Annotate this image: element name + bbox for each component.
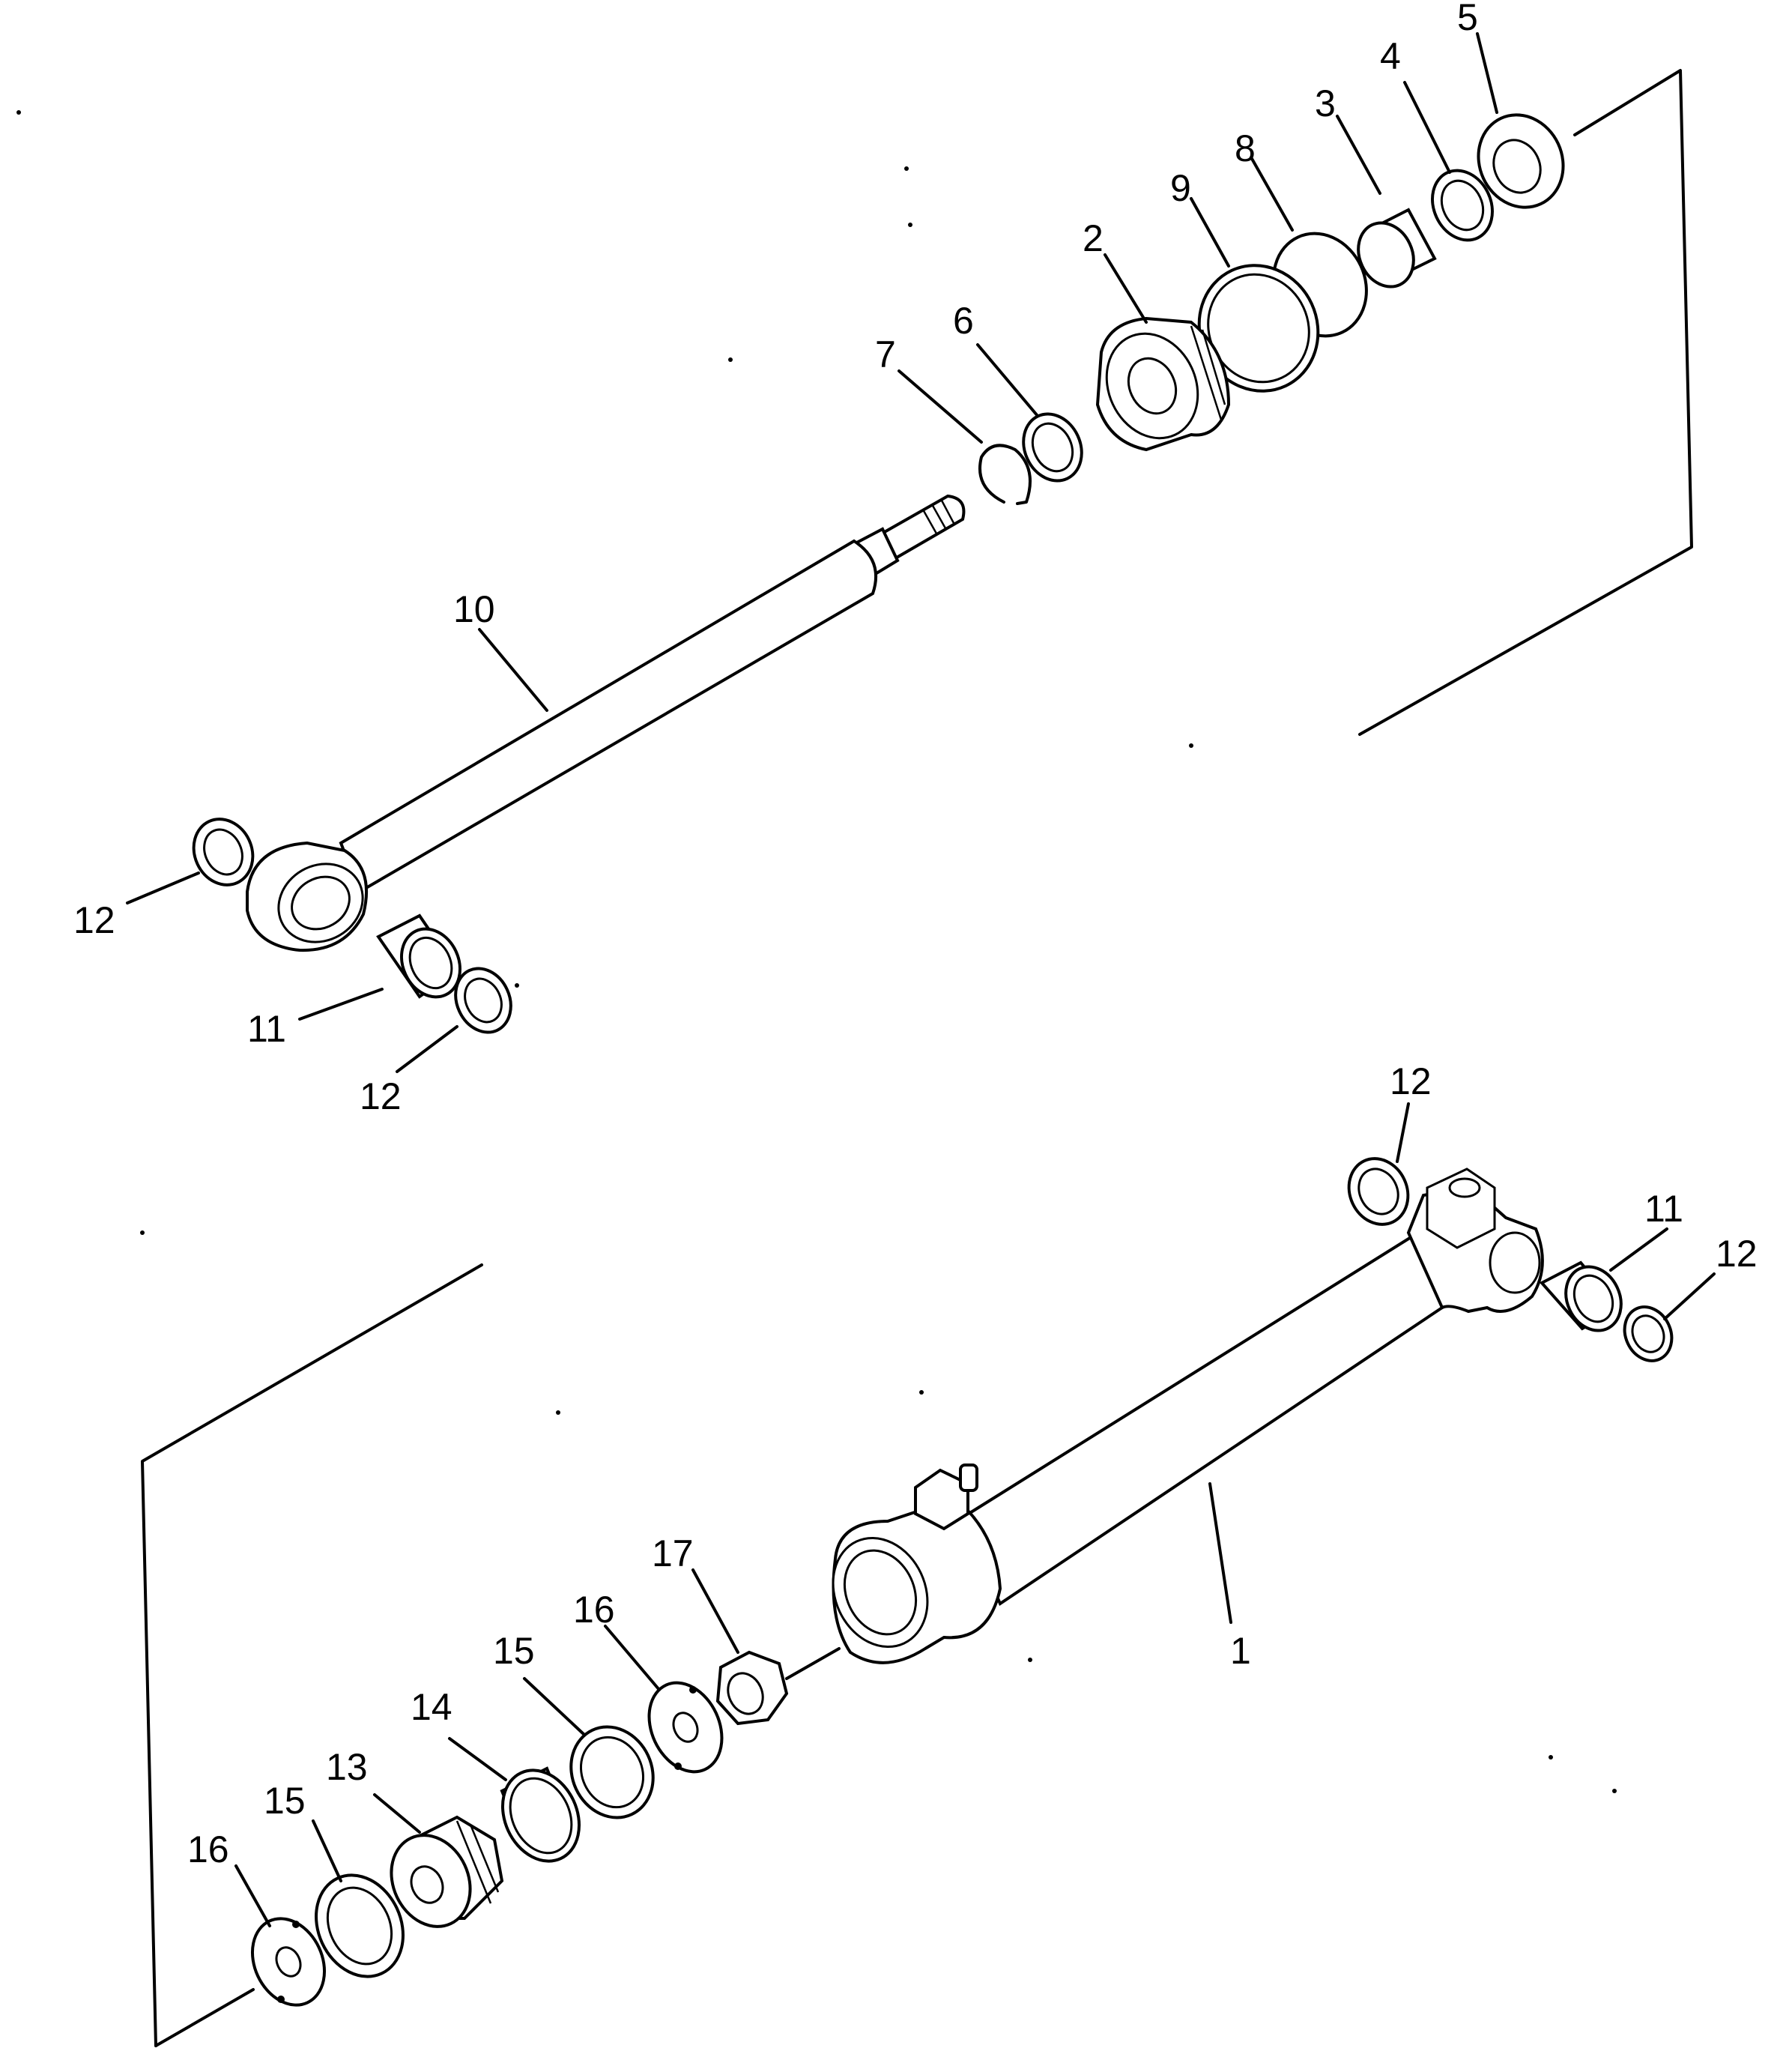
label-part-13: 13 [326, 1746, 368, 1788]
leader-lines [126, 32, 1716, 1927]
part-17-nut [715, 1650, 789, 1726]
part-3-bushing [1357, 208, 1437, 289]
part-16-plate-lower [250, 1917, 327, 2007]
label-part-4: 4 [1380, 35, 1401, 77]
label-part-16-lower: 16 [187, 1828, 229, 1870]
label-part-3: 3 [1315, 82, 1336, 124]
label-part-15-lower: 15 [264, 1780, 306, 1822]
label-part-12-tube-right: 12 [1716, 1233, 1758, 1275]
part-12-seal-rod-left [192, 818, 255, 886]
part-12-seal-tube-right [1623, 1305, 1674, 1362]
centerline-nut-to-tube [785, 1647, 841, 1680]
label-part-10: 10 [453, 588, 495, 630]
label-part-11-rod: 11 [247, 1008, 286, 1050]
label-part-7: 7 [875, 333, 896, 375]
lower-frame-lines [141, 1263, 483, 2047]
part-15-wear-ring-upper [569, 1725, 655, 1819]
part-11-bushing-tube [1539, 1260, 1623, 1332]
label-part-12-rod-bottom: 12 [360, 1075, 402, 1117]
label-part-12-rod-left: 12 [73, 899, 115, 941]
part-13-piston [390, 1815, 504, 1928]
part-11-bushing-rod [376, 913, 461, 999]
label-part-17: 17 [652, 1532, 694, 1574]
label-part-15-upper: 15 [493, 1630, 535, 1672]
label-part-8: 8 [1235, 127, 1256, 169]
scan-specks [16, 110, 1617, 1793]
part-9-backup-ring [1197, 264, 1320, 393]
label-part-5: 5 [1457, 0, 1478, 38]
part-6-bushing-ring [1022, 412, 1083, 483]
cylinder-tube [832, 1168, 1544, 1664]
label-part-12-tube-top: 12 [1390, 1060, 1432, 1102]
part-14-piston-ring [500, 1766, 581, 1863]
part-16-plate-upper [647, 1681, 724, 1774]
part-2-cylinder-head [1095, 316, 1231, 452]
part-5-dust-seal [1477, 113, 1565, 209]
callout-labels: 5 4 3 8 9 2 6 7 10 12 11 12 12 11 12 1 1… [73, 0, 1758, 1870]
part-15-wear-ring-lower [315, 1873, 405, 1978]
label-part-6: 6 [953, 300, 974, 342]
label-part-14: 14 [411, 1686, 452, 1728]
piston-rod [246, 494, 966, 952]
label-part-9: 9 [1170, 167, 1191, 209]
label-part-11-tube: 11 [1644, 1188, 1683, 1230]
part-7-snap-ring [978, 444, 1032, 505]
part-4-seal [1431, 169, 1494, 242]
part-12-seal-tube-top [1347, 1157, 1410, 1226]
upper-frame-lines [1358, 69, 1693, 736]
label-part-1: 1 [1230, 1630, 1251, 1672]
label-part-2: 2 [1083, 217, 1104, 259]
label-part-16-upper: 16 [573, 1589, 615, 1631]
part-12-seal-rod-bottom [454, 967, 512, 1034]
